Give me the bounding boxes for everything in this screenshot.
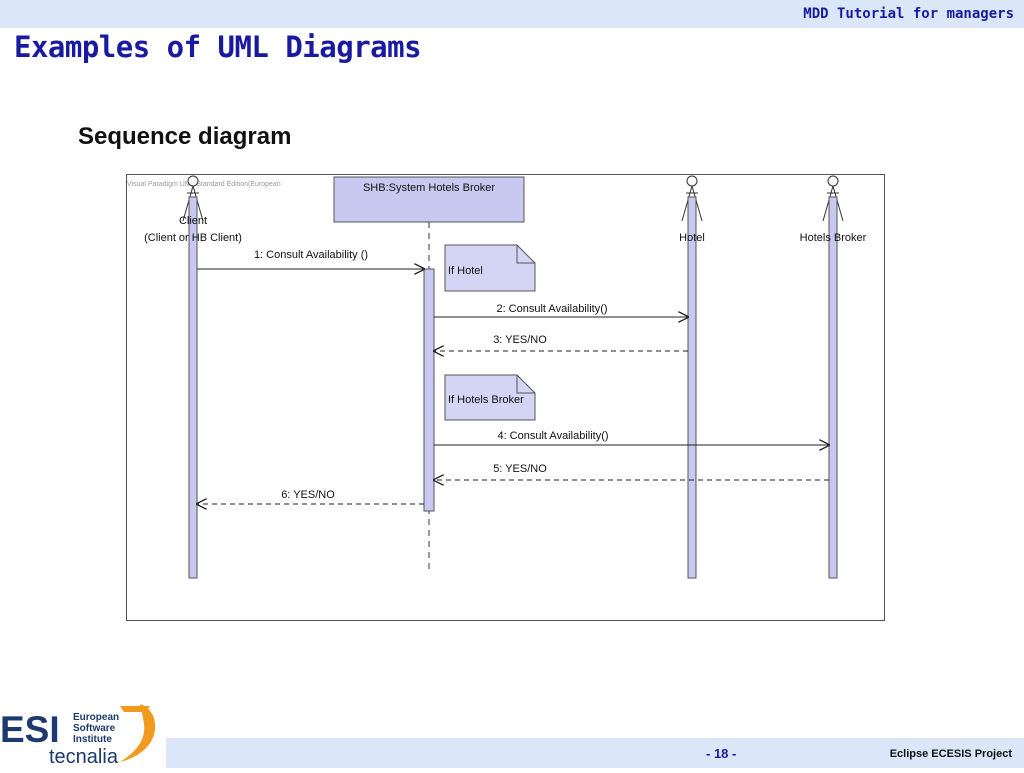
system-lifeline-label: SHB:System Hotels Broker (363, 182, 495, 194)
top-header-bar: MDD Tutorial for managers (0, 0, 1024, 28)
logo-line1: European (73, 712, 119, 723)
sequence-diagram: Visual Paradigm UML Standard Edition(Eur… (126, 174, 885, 621)
client-subtitle: (Client or HB Client) (144, 232, 242, 244)
client-lifeline (188, 196, 198, 579)
message-5-label: 5: YES/NO (493, 463, 547, 475)
message-2-label: 2: Consult Availability() (496, 303, 607, 315)
system-activation-bar (423, 268, 435, 512)
logo-brand: tecnalia (49, 746, 119, 768)
logo-line2: Software (73, 723, 116, 734)
note-if-hotel (444, 244, 536, 292)
client-name: Client (179, 215, 207, 227)
slide-title: Examples of UML Diagrams (14, 30, 422, 64)
page-number: - 18 - (706, 746, 737, 761)
note-if-broker (444, 374, 536, 421)
esi-tecnalia-logo: ESI European Software Institute tecnalia (0, 700, 166, 768)
message-3-label: 3: YES/NO (493, 334, 547, 346)
section-subtitle: Sequence diagram (78, 123, 292, 150)
project-name: Eclipse ECESIS Project (889, 748, 1012, 760)
tutorial-title: MDD Tutorial for managers (803, 6, 1014, 22)
hotel-actor-icon (681, 175, 703, 222)
logo-line3: Institute (73, 734, 112, 745)
hotel-lifeline (687, 196, 697, 579)
note-if-broker-label: If Hotels Broker (448, 394, 524, 406)
footer-bar: - 18 - Eclipse ECESIS Project (166, 738, 1024, 768)
broker-lifeline (828, 196, 838, 579)
broker-name: Hotels Broker (800, 232, 867, 244)
client-actor-icon (182, 175, 204, 222)
message-4-label: 4: Consult Availability() (497, 430, 608, 442)
hotel-name: Hotel (679, 232, 705, 244)
note-if-hotel-label: If Hotel (448, 265, 483, 277)
logo-esi-text: ESI (0, 709, 60, 750)
message-1-label: 1: Consult Availability () (254, 249, 368, 261)
broker-actor-icon (822, 175, 844, 222)
watermark-text: Visual Paradigm UML Standard Edition(Eur… (127, 181, 281, 188)
message-6-label: 6: YES/NO (281, 489, 335, 501)
logo-swoosh-icon (120, 704, 156, 762)
